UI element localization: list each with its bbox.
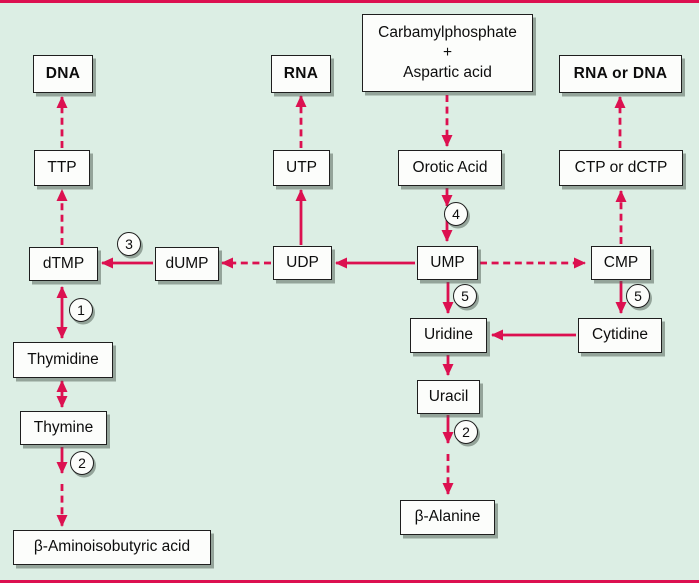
node-cytidine: Cytidine (578, 318, 662, 353)
node-ump: UMP (417, 246, 478, 280)
node-cmp: CMP (591, 246, 651, 280)
step-circle-4: 4 (444, 202, 468, 226)
node-orotic-acid: Orotic Acid (398, 150, 502, 186)
node-dump: dUMP (155, 247, 219, 281)
step-circle-2-left: 2 (70, 451, 94, 475)
node-ttp: TTP (34, 150, 90, 186)
node-uridine: Uridine (410, 318, 487, 353)
node-rna: RNA (271, 55, 331, 93)
node-thymine: Thymine (20, 411, 107, 445)
step-circle-5-left: 5 (453, 284, 477, 308)
node-uracil: Uracil (417, 380, 480, 414)
node-carbamylphosphate-aspartic-acid: Carbamylphosphate + Aspartic acid (362, 14, 533, 92)
node-beta-aminoisobutyric-acid: β-Aminoisobutyric acid (13, 530, 211, 565)
node-dtmp: dTMP (29, 247, 98, 281)
step-circle-3: 3 (117, 232, 141, 256)
step-circle-2-right: 2 (454, 420, 478, 444)
node-thymidine: Thymidine (13, 342, 113, 378)
node-rna-or-dna: RNA or DNA (559, 55, 682, 93)
node-ctp-or-dctp: CTP or dCTP (559, 150, 683, 186)
step-circle-5-right: 5 (626, 284, 650, 308)
step-circle-1: 1 (69, 298, 93, 322)
node-utp: UTP (273, 150, 330, 186)
carbamyl-line1: Carbamylphosphate (378, 23, 517, 41)
carbamyl-line3: Aspartic acid (403, 64, 492, 82)
node-dna: DNA (33, 55, 93, 93)
bottom-border-rule (0, 580, 699, 583)
top-border-rule (0, 0, 699, 3)
node-udp: UDP (273, 246, 332, 280)
node-beta-alanine: β-Alanine (400, 500, 495, 535)
carbamyl-line2: + (442, 43, 453, 61)
